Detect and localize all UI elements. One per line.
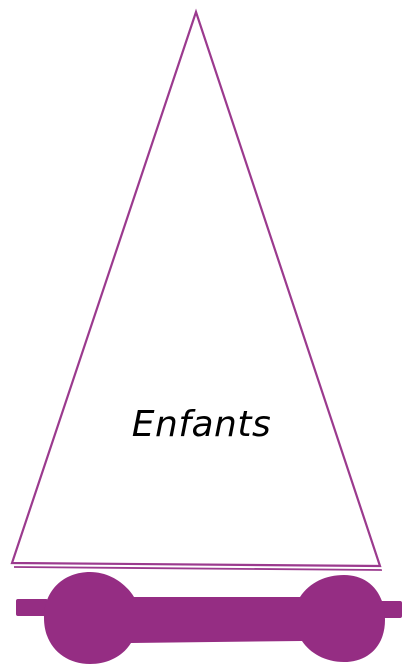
- triangle-shape: [12, 12, 382, 570]
- triangle-base-line: [14, 567, 382, 570]
- label-text: Enfants: [0, 404, 403, 445]
- base-body: [44, 572, 385, 664]
- base-shape: [16, 572, 402, 664]
- triangle-outline: [12, 12, 380, 566]
- base-left-knob: [16, 599, 48, 616]
